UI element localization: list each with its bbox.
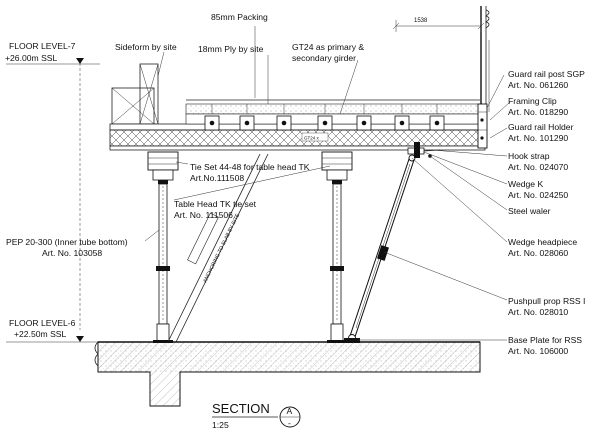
- level-marker-upper: [6, 58, 100, 330]
- lower-level-value: +22.50m SSL: [14, 329, 67, 339]
- section-title: SECTION: [212, 401, 270, 416]
- label-wedge-headpiece: Wedge headpiece: [508, 237, 577, 247]
- label-pep: PEP 20-300 (Inner tube bottom): [6, 237, 128, 247]
- label-table-head-art: Art. No. 111506: [174, 210, 233, 220]
- upper-level-value: +26.00m SSL: [5, 53, 58, 63]
- label-guard-holder: Guard rail Holder: [508, 122, 574, 132]
- prop-right: [327, 183, 347, 343]
- secondary-girders: [185, 104, 481, 131]
- label-ply: 18mm Ply by site: [198, 44, 264, 54]
- label-pushpull: Pushpull prop RSS I: [508, 296, 585, 306]
- dimension-line: [392, 20, 485, 32]
- packing: [185, 99, 481, 115]
- dimension-value: 1538: [414, 18, 428, 24]
- label-tie-set: Tie Set 44-48 for table head TK: [190, 162, 310, 172]
- label-gt24-line2: secondary girder: [292, 53, 356, 63]
- section-mark: A: [287, 406, 293, 416]
- label-base-plate: Base Plate for RSS: [508, 335, 582, 345]
- table-head-left: [147, 151, 179, 184]
- label-pep-art: Art. No. 103058: [42, 248, 102, 258]
- label-sideform: Sideform by site: [115, 42, 177, 52]
- primary-girder: GT24 x: [109, 123, 486, 151]
- leader-lines: [144, 26, 511, 341]
- lower-level-name: FLOOR LEVEL-6: [9, 318, 76, 328]
- guard-rail-post: [477, 103, 488, 149]
- pushpull-prop: [344, 154, 416, 343]
- label-wedge-k: Wedge K: [508, 179, 543, 189]
- table-head-right: [321, 151, 353, 184]
- label-guard-holder-art: Art. No. 101290: [508, 133, 568, 143]
- label-table-head: Table Head TK tie set: [174, 199, 257, 209]
- sideform: [111, 63, 159, 125]
- section-title-block: SECTION A - 1:25: [212, 401, 301, 430]
- upper-level-name: FLOOR LEVEL-7: [9, 41, 76, 51]
- label-guard-post-art: Art. No. 061260: [508, 80, 568, 90]
- label-gt24-line1: GT24 as primary &: [292, 42, 364, 52]
- label-hook-strap-art: Art. No. 024070: [508, 162, 568, 172]
- slab-edge-wall: [480, 6, 490, 112]
- label-steel-waler: Steel waler: [508, 206, 551, 216]
- label-pushpull-art: Art. No. 028010: [508, 307, 568, 317]
- level-marker-lower: [6, 336, 100, 343]
- label-framing-clip-art: Art. No. 018290: [508, 107, 568, 117]
- label-tie-set-art: Art.No.111508: [190, 173, 244, 183]
- anchoring-strap: [167, 153, 269, 343]
- label-base-plate-art: Art. No. 106000: [508, 346, 568, 356]
- label-guard-post: Guard rail post SGP: [508, 69, 585, 79]
- section-ref: -: [288, 418, 291, 428]
- label-packing: 85mm Packing: [211, 12, 268, 22]
- label-framing-clip: Framing Clip: [508, 96, 557, 106]
- label-wedge-headpiece-art: Art. No. 028060: [508, 248, 568, 258]
- lower-slab: [94, 341, 481, 407]
- section-scale: 1:25: [212, 420, 229, 430]
- label-hook-strap: Hook strap: [508, 151, 550, 161]
- prop-left: [153, 183, 173, 343]
- girder-tag: GT24 x: [304, 136, 320, 141]
- label-wedge-k-art: Art. No. 024250: [508, 190, 568, 200]
